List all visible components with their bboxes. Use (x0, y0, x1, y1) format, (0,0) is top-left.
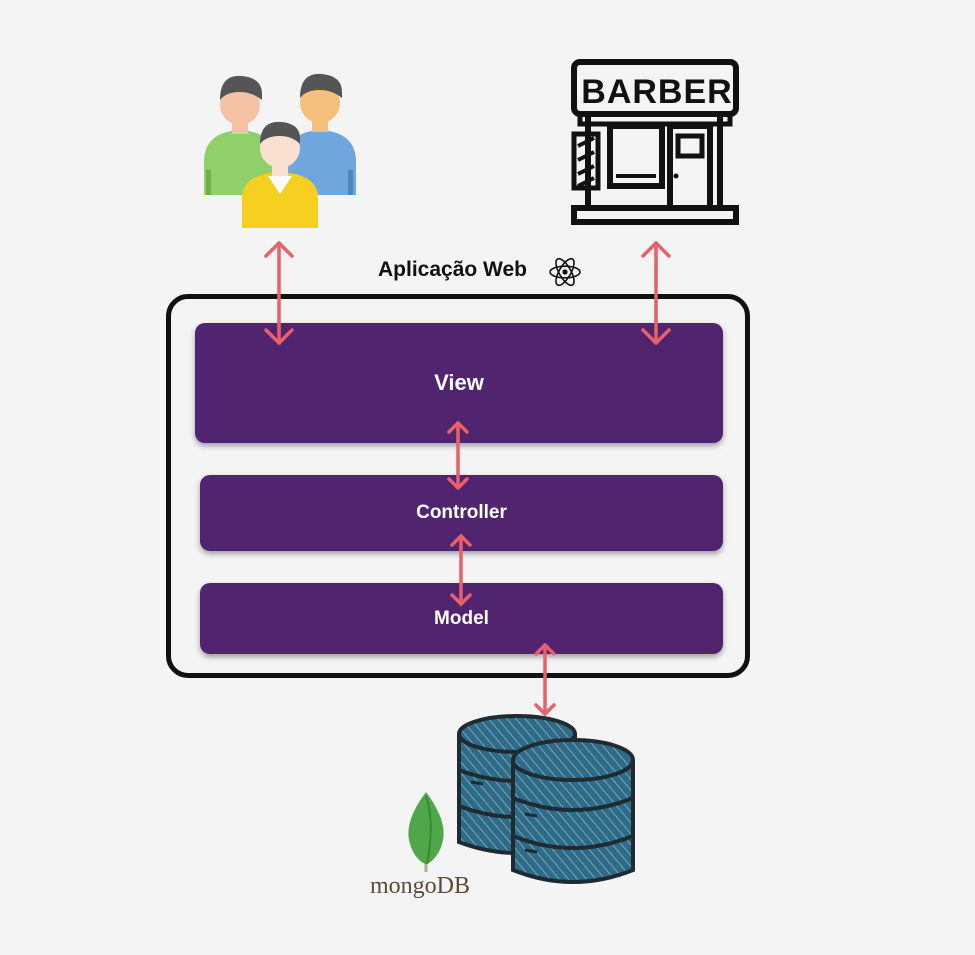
model-layer-label: Model (434, 607, 489, 629)
users-icon (204, 73, 356, 228)
model-database-arrow (534, 643, 556, 716)
users-view-arrow (264, 241, 294, 345)
mongodb-wordmark: mongoDB (370, 873, 471, 899)
barber-view-arrow (641, 241, 671, 345)
react-logo-icon (549, 257, 581, 287)
view-layer-label: View (434, 370, 484, 395)
controller-layer-label: Controller (416, 502, 507, 523)
barber-sign-text: BARBER (581, 73, 733, 111)
barber-shop-icon (571, 59, 739, 225)
database-icon (457, 714, 635, 884)
view-controller-arrow (447, 421, 469, 490)
app-title: Aplicação Web (378, 258, 527, 281)
controller-model-arrow (450, 534, 472, 606)
mongodb-leaf-icon (408, 792, 444, 872)
